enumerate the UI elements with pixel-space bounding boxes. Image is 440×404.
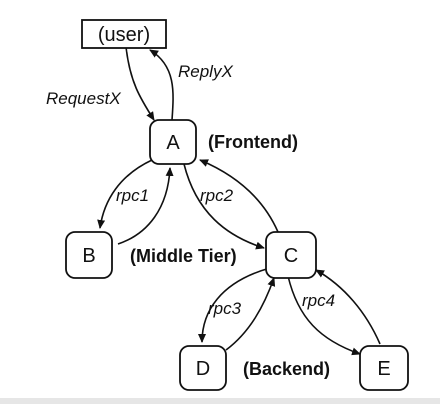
reply-arrow: [149, 49, 174, 121]
node-c: C: [265, 231, 317, 279]
rpc3-request-arrow: [198, 267, 271, 343]
rpc4-label: rpc4: [302, 291, 335, 310]
rpc3-label: rpc3: [208, 299, 242, 318]
node-c-label: C: [284, 245, 298, 267]
node-d-label: D: [196, 358, 210, 380]
request-label: RequestX: [46, 89, 121, 108]
middle-tier-label: (Middle Tier): [130, 246, 237, 266]
bottom-rule: [0, 398, 440, 404]
node-e: E: [359, 345, 409, 391]
user-node-label: (user): [98, 24, 150, 46]
rpc4-reply-arrow: [315, 269, 381, 345]
node-a: A: [149, 119, 197, 165]
node-b: B: [65, 231, 113, 279]
user-node: (user): [81, 19, 167, 49]
reply-label: ReplyX: [178, 62, 233, 81]
node-e-label: E: [377, 358, 390, 380]
node-b-label: B: [82, 245, 95, 267]
rpc3-reply-arrow: [225, 277, 276, 351]
rpc2-reply-arrow: [199, 159, 279, 233]
rpc1-label: rpc1: [116, 186, 149, 205]
rpc1-request-arrow: [97, 159, 153, 229]
rpc2-request-arrow: [183, 163, 265, 250]
rpc1-reply-arrow: [117, 167, 174, 245]
backend-label: (Backend): [243, 359, 330, 379]
rpc4-request-arrow: [287, 275, 361, 356]
request-arrow: [125, 46, 155, 121]
frontend-label: (Frontend): [208, 132, 298, 152]
rpc2-label: rpc2: [200, 186, 234, 205]
node-d: D: [179, 345, 227, 391]
node-a-label: A: [166, 132, 180, 154]
